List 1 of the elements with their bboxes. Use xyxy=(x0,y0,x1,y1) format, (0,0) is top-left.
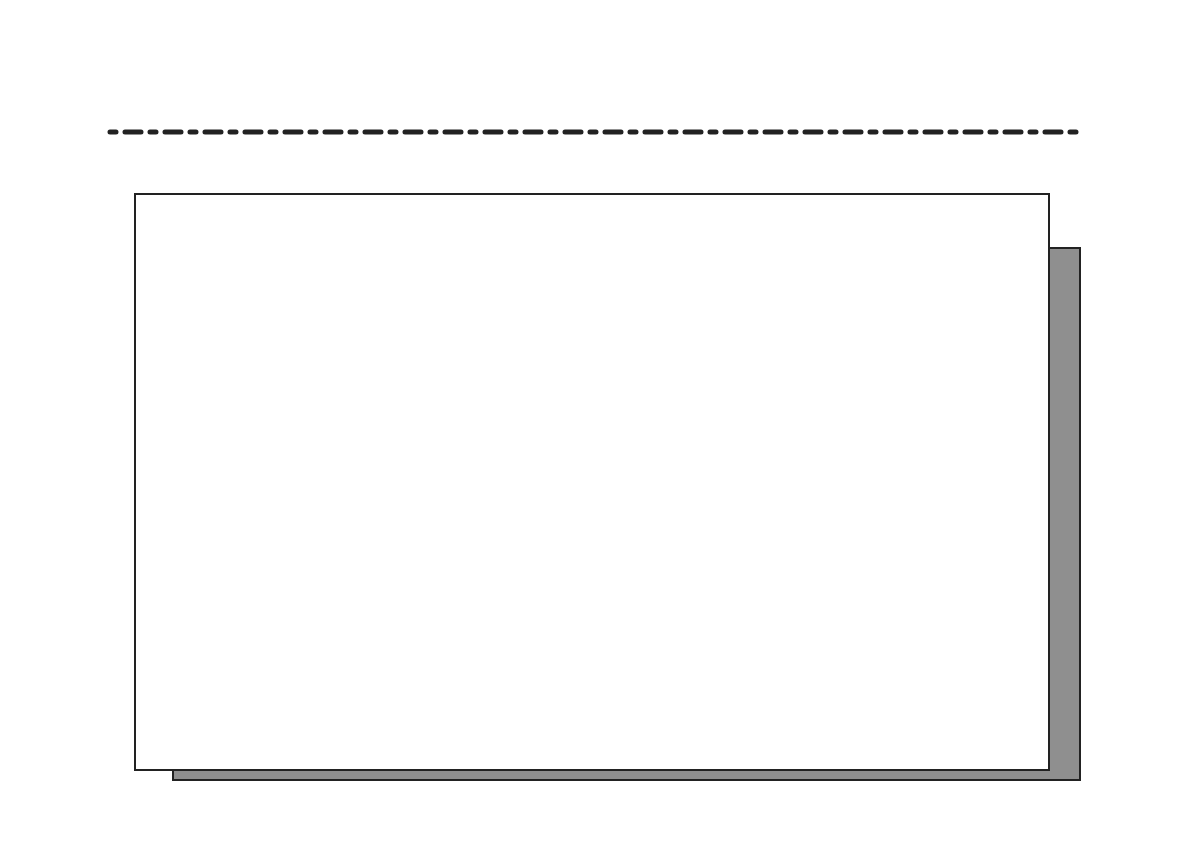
shadowed-panel xyxy=(134,193,1082,782)
